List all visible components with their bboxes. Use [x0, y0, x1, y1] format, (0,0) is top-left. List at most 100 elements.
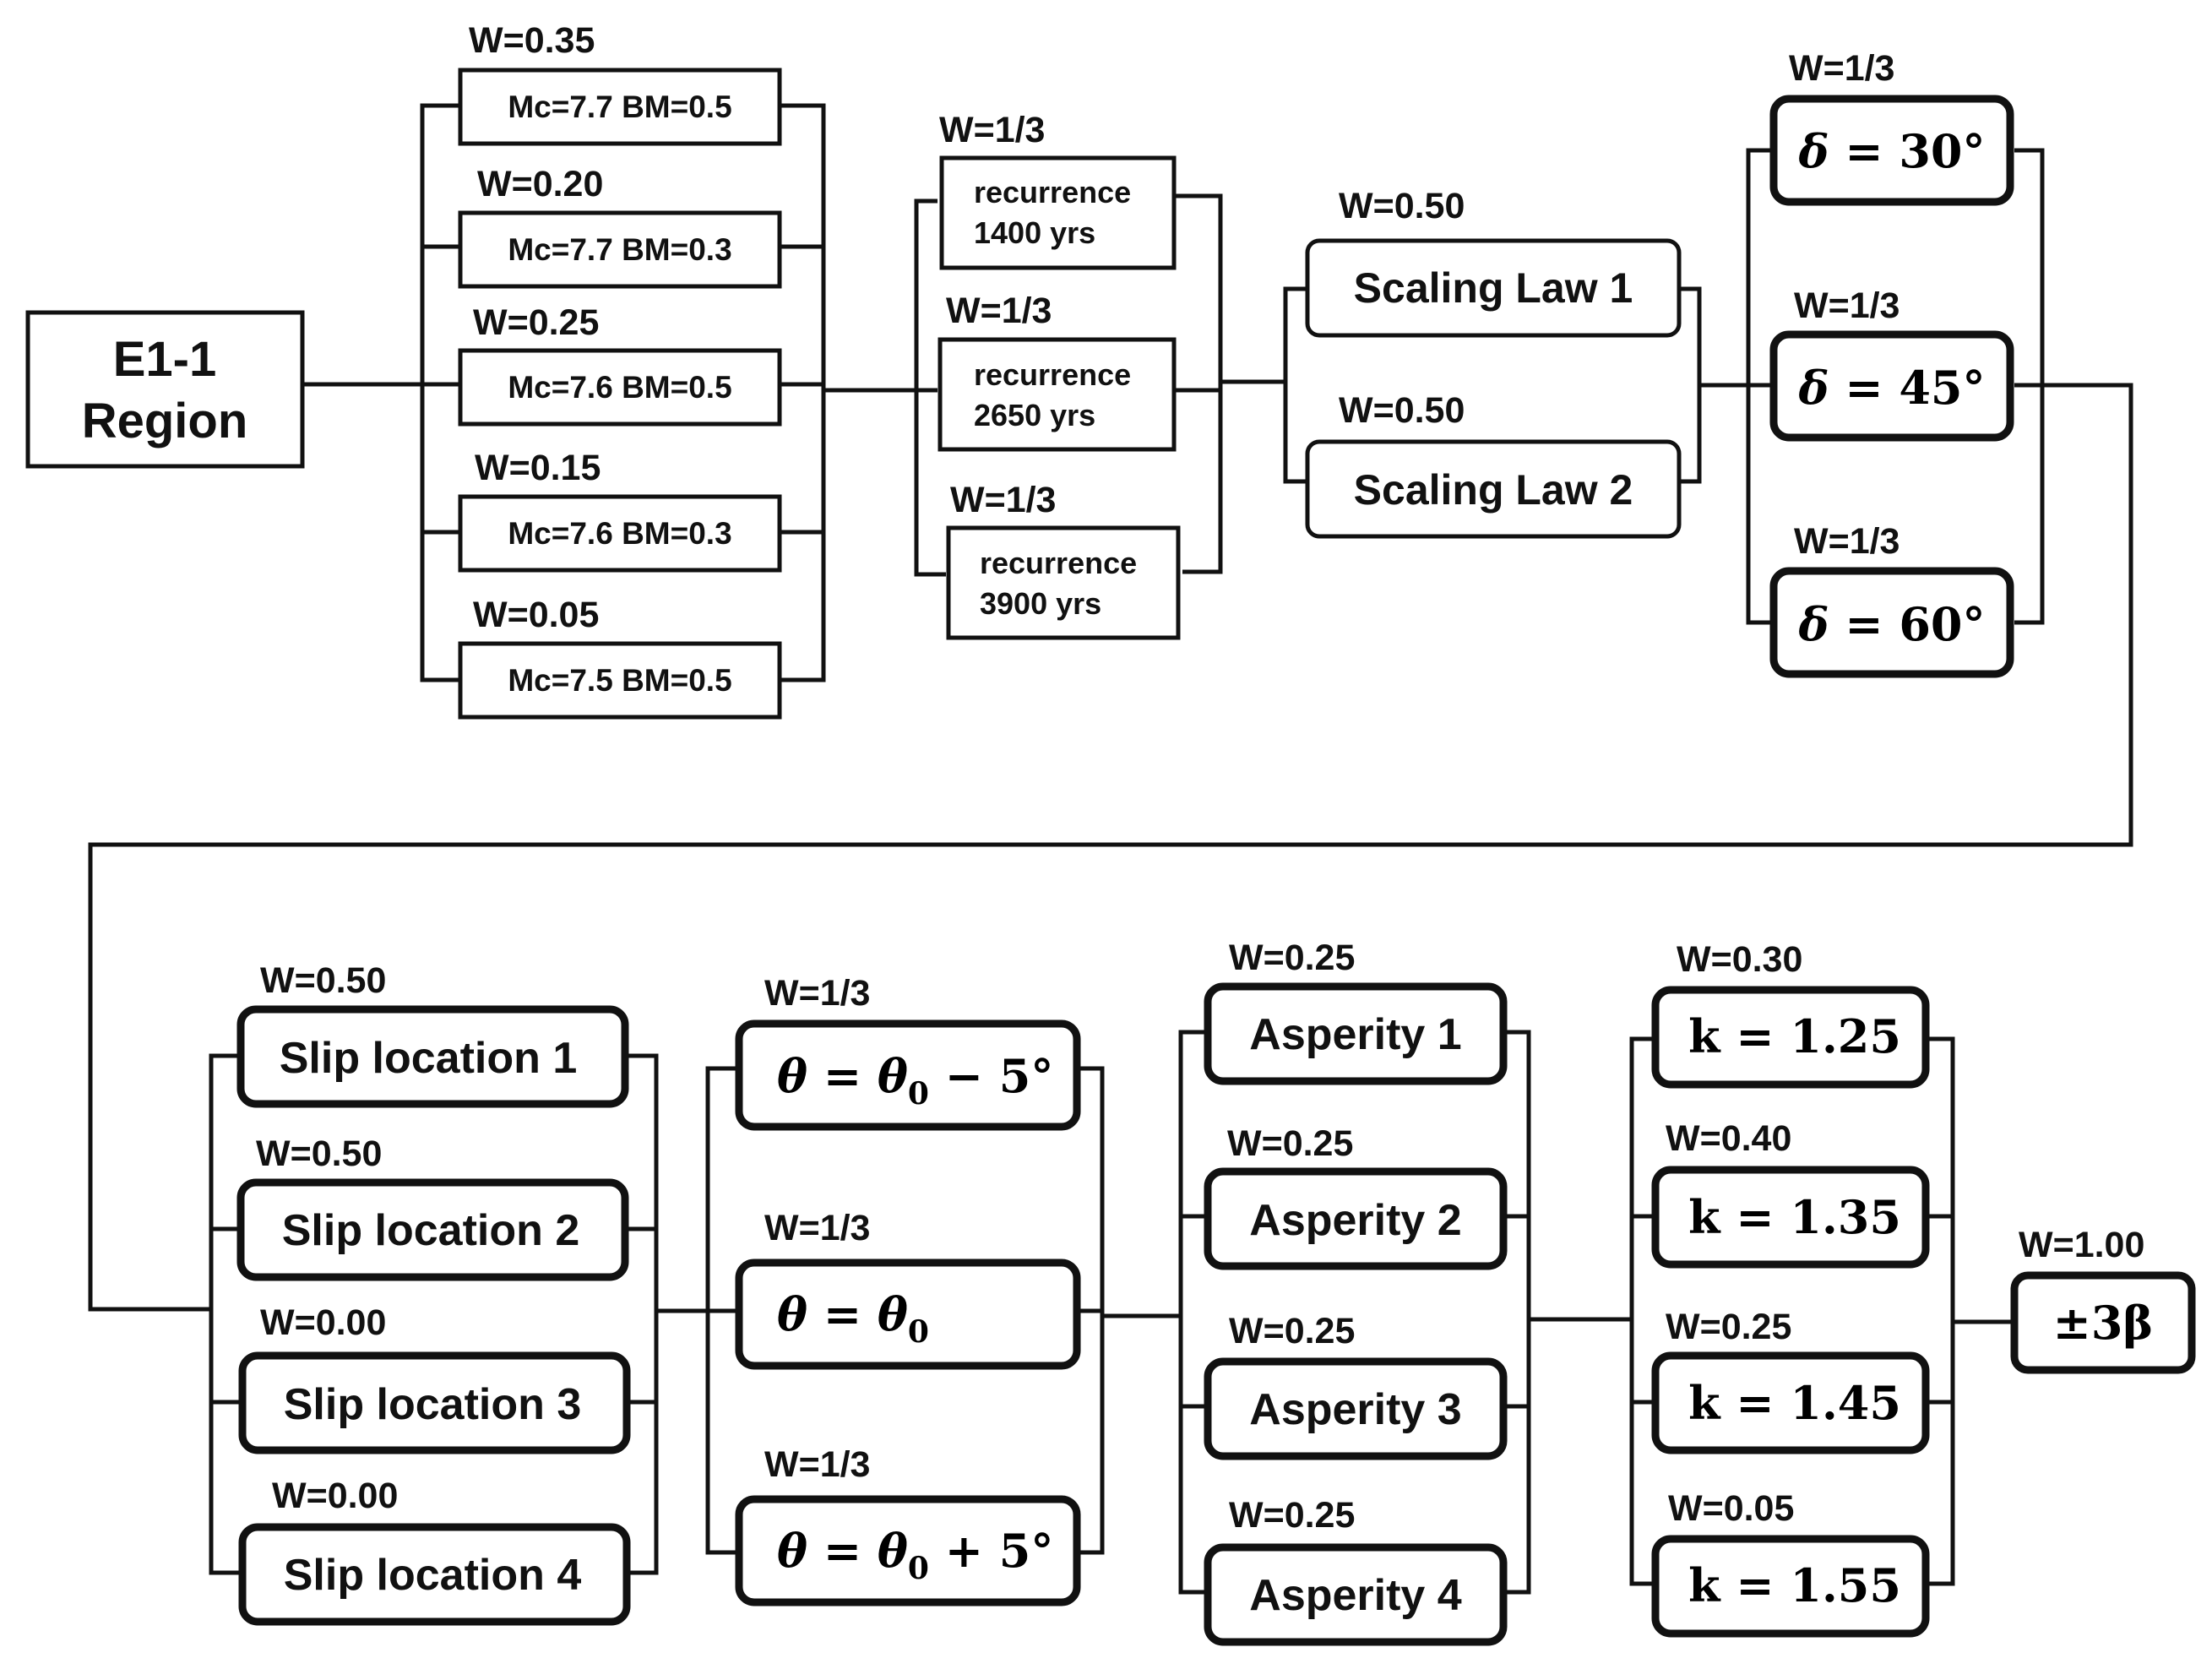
- asperity-label-2: Asperity 2: [1249, 1196, 1461, 1245]
- scaling-box-2: [1305, 439, 1682, 539]
- recurrence-label-3-line2: 3900 yrs: [980, 586, 1101, 621]
- asperity-weight-3: W=0.25: [1229, 1311, 1355, 1351]
- k-label-1: k = 1.25: [1688, 1009, 1901, 1063]
- theta-weight-3: W=1/3: [764, 1444, 870, 1485]
- recurrence-label-2-line2: 2650 yrs: [974, 398, 1095, 432]
- recurrence-weight-2: W=1/3: [946, 291, 1052, 331]
- scaling-weight-1: W=0.50: [1339, 186, 1465, 226]
- dip-box-2: [1769, 330, 2014, 442]
- recurrence-branches: W=1/3 recurrence 1400 yrs W=1/3 recurren…: [938, 110, 1181, 640]
- slip-label-3: Slip location 3: [284, 1380, 582, 1429]
- asperity-label-3: Asperity 3: [1249, 1385, 1461, 1434]
- magnitude-box-3: [458, 348, 782, 427]
- k-box-4: [1651, 1535, 1930, 1638]
- scaling-label-2: Scaling Law 2: [1354, 466, 1633, 514]
- asperity-branches: W=0.25 Asperity 1 W=0.25 Asperity 2 W=0.…: [1204, 938, 1508, 1646]
- region-label-line2: Region: [82, 394, 248, 449]
- magnitude-branches: W=0.35 Mc=7.7 BM=0.5 W=0.20 Mc=7.7 BM=0.…: [458, 20, 782, 720]
- dip-label-1: δ = 30°: [1797, 124, 1985, 178]
- magnitude-label-3: Mc=7.6 BM=0.5: [508, 370, 731, 405]
- asperity-weight-1: W=0.25: [1229, 938, 1355, 978]
- magnitude-weight-3: W=0.25: [473, 302, 599, 343]
- slip-box-4: [238, 1523, 631, 1626]
- asperity-label-4: Asperity 4: [1249, 1571, 1462, 1620]
- final-label: ±3β: [2053, 1296, 2154, 1350]
- scaling-box-1: [1305, 238, 1682, 338]
- magnitude-label-5: Mc=7.5 BM=0.5: [508, 663, 731, 698]
- magnitude-box-4: [458, 494, 782, 573]
- dip-label-3: δ = 60°: [1797, 597, 1985, 651]
- slip-weight-3: W=0.00: [260, 1302, 386, 1343]
- theta-label-1: θ = θ0 − 5°: [777, 1049, 1053, 1112]
- slip-weight-1: W=0.50: [260, 960, 386, 1001]
- magnitude-box-5: [458, 641, 782, 720]
- k-weight-2: W=0.40: [1666, 1118, 1791, 1159]
- recurrence-label-3-line1: recurrence: [980, 546, 1137, 580]
- slip-box-1: [236, 1005, 629, 1108]
- magnitude-label-2: Mc=7.7 BM=0.3: [508, 232, 731, 267]
- slip-weight-2: W=0.50: [256, 1134, 382, 1174]
- k-box-3: [1651, 1351, 1930, 1454]
- recurrence-weight-1: W=1/3: [939, 110, 1045, 150]
- slip-label-4: Slip location 4: [284, 1551, 582, 1600]
- dip-branches: W=1/3 δ = 30° W=1/3 δ = 45° W=1/3 δ = 60…: [1769, 48, 2014, 678]
- region-node: E1-1 Region: [25, 310, 305, 469]
- asperity-weight-4: W=0.25: [1229, 1495, 1355, 1536]
- region-box: [25, 310, 305, 469]
- theta-weight-2: W=1/3: [764, 1208, 870, 1248]
- asperity-box-4: [1204, 1543, 1508, 1646]
- connector-lines: [88, 103, 2133, 1595]
- region-label-line1: E1-1: [113, 332, 217, 387]
- theta-weight-1: W=1/3: [764, 973, 870, 1014]
- recurrence-label-2-line1: recurrence: [974, 357, 1131, 392]
- magnitude-weight-5: W=0.05: [473, 595, 599, 635]
- slip-weight-4: W=0.00: [272, 1476, 398, 1516]
- asperity-box-3: [1204, 1357, 1508, 1460]
- magnitude-weight-2: W=0.20: [477, 164, 603, 204]
- asperity-box-2: [1204, 1167, 1508, 1270]
- asperity-label-1: Asperity 1: [1249, 1010, 1461, 1059]
- magnitude-box-2: [458, 210, 782, 289]
- magnitude-label-1: Mc=7.7 BM=0.5: [508, 90, 731, 124]
- final-weight: W=1.00: [2019, 1225, 2144, 1265]
- dip-weight-3: W=1/3: [1794, 521, 1899, 562]
- k-weight-1: W=0.30: [1677, 939, 1802, 980]
- scaling-weight-2: W=0.50: [1339, 390, 1465, 431]
- k-weight-4: W=0.05: [1668, 1488, 1794, 1529]
- scaling-branches: W=0.50 Scaling Law 1 W=0.50 Scaling Law …: [1305, 186, 1682, 539]
- magnitude-box-1: [458, 68, 782, 146]
- k-branches: W=0.30 k = 1.25 W=0.40 k = 1.35 W=0.25 k…: [1651, 939, 1930, 1638]
- slip-box-2: [236, 1178, 629, 1281]
- final-box: [2010, 1271, 2196, 1374]
- recurrence-label-1-line1: recurrence: [974, 175, 1131, 209]
- k-label-4: k = 1.55: [1688, 1558, 1901, 1612]
- recurrence-box-3: [946, 525, 1181, 640]
- dip-label-2: δ = 45°: [1797, 361, 1985, 415]
- magnitude-weight-1: W=0.35: [469, 20, 595, 61]
- slip-branches: W=0.50 Slip location 1 W=0.50 Slip locat…: [236, 960, 631, 1626]
- slip-label-2: Slip location 2: [282, 1206, 580, 1255]
- k-weight-3: W=0.25: [1666, 1307, 1791, 1347]
- recurrence-box-2: [938, 337, 1177, 452]
- recurrence-box-1: [939, 155, 1177, 270]
- slip-box-3: [238, 1351, 631, 1454]
- asperity-box-1: [1204, 982, 1508, 1085]
- recurrence-weight-3: W=1/3: [950, 480, 1056, 520]
- theta-box-3: [735, 1495, 1081, 1606]
- dip-weight-2: W=1/3: [1794, 285, 1899, 326]
- final-branch: W=1.00 ±3β: [2010, 1225, 2196, 1374]
- magnitude-weight-4: W=0.15: [475, 448, 601, 488]
- slip-label-1: Slip location 1: [280, 1034, 578, 1083]
- theta-label-3: θ = θ0 + 5°: [777, 1524, 1053, 1586]
- theta-branches: W=1/3 θ = θ0 − 5° W=1/3 θ = θ0 W=1/3 θ =…: [735, 973, 1081, 1606]
- theta-box-1: [735, 1019, 1081, 1131]
- magnitude-label-4: Mc=7.6 BM=0.3: [508, 516, 731, 551]
- k-label-3: k = 1.45: [1688, 1376, 1901, 1430]
- recurrence-label-1-line2: 1400 yrs: [974, 215, 1095, 250]
- asperity-weight-2: W=0.25: [1227, 1123, 1353, 1164]
- dip-box-3: [1769, 567, 2014, 678]
- theta-label-2: θ = θ0: [777, 1287, 929, 1350]
- k-label-2: k = 1.35: [1688, 1190, 1901, 1244]
- theta-box-2: [735, 1259, 1081, 1370]
